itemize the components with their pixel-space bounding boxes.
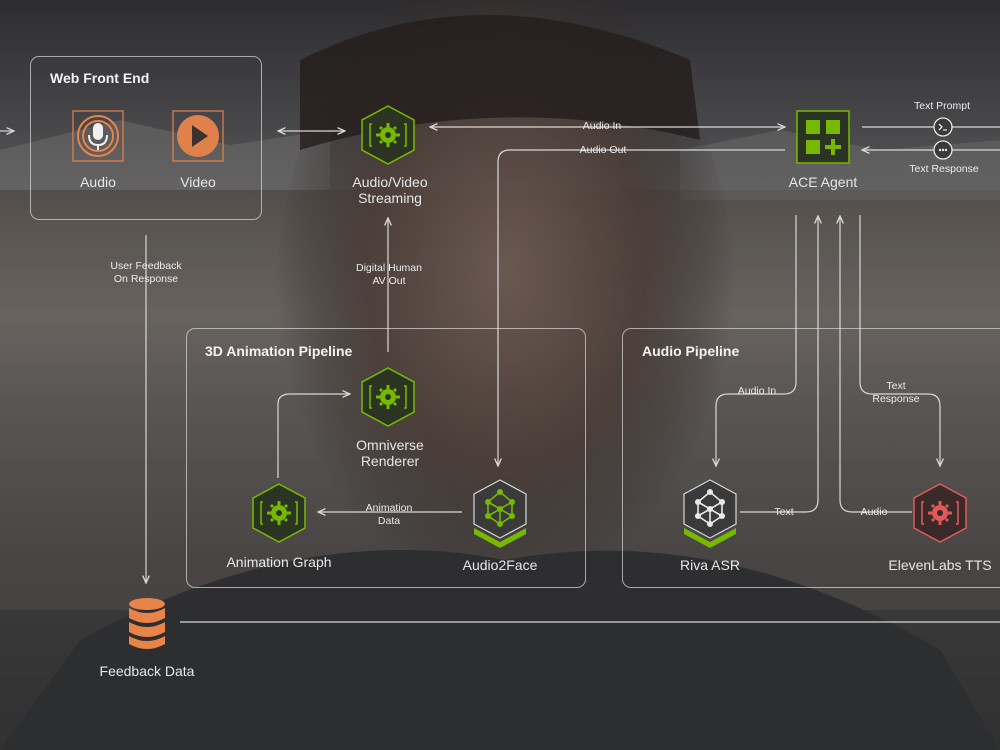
edge-user-feedback-2: On Response — [113, 273, 179, 285]
edge-digital-human-2: AV Out — [372, 275, 406, 287]
edge-text-response-2: Response — [872, 393, 920, 405]
animation-graph-label: Animation Graph — [226, 554, 332, 570]
riva-asr-label: Riva ASR — [680, 557, 740, 573]
web-front-end-title: Web Front End — [50, 70, 150, 86]
chat-prompt-icon[interactable] — [933, 117, 953, 137]
animation-pipeline-title: 3D Animation Pipeline — [205, 343, 353, 359]
network-icon[interactable] — [682, 478, 738, 550]
grid-plus-icon[interactable] — [796, 110, 850, 164]
edge-user-feedback-1: User Feedback — [110, 260, 182, 272]
gear-icon[interactable] — [912, 482, 968, 544]
audio-label: Audio — [80, 174, 116, 190]
edge-audio-in-pipeline: Audio In — [737, 385, 777, 397]
audio-pipeline-box — [622, 328, 1000, 588]
gear-icon[interactable] — [360, 366, 416, 428]
edge-audio-tts: Audio — [860, 506, 888, 518]
edge-text-response-1: Text — [886, 380, 906, 392]
elevenlabs-label: ElevenLabs TTS — [888, 557, 992, 573]
web-front-end-box — [30, 56, 262, 220]
edge-audio-in: Audio In — [582, 120, 622, 132]
streaming-label-1: Audio/Video — [352, 174, 428, 190]
animation-pipeline-box — [186, 328, 586, 588]
microphone-icon[interactable] — [72, 110, 124, 162]
audio-pipeline-title: Audio Pipeline — [642, 343, 740, 359]
streaming-label-2: Streaming — [358, 190, 422, 206]
edge-animation-data-2: Data — [377, 515, 401, 527]
feedback-data-label: Feedback Data — [99, 663, 195, 679]
gear-icon[interactable] — [360, 104, 416, 166]
edge-digital-human-1: Digital Human — [356, 262, 422, 274]
renderer-label-1: Omniverse — [356, 437, 424, 453]
edge-animation-data-1: Animation — [365, 502, 413, 514]
chat-bubble-icon[interactable] — [933, 140, 953, 160]
audio2face-label: Audio2Face — [462, 557, 538, 573]
edge-text-response: Text Response — [909, 163, 979, 175]
database-icon[interactable] — [127, 596, 167, 652]
edge-audio-out: Audio Out — [579, 144, 627, 156]
play-icon[interactable] — [172, 110, 224, 162]
network-icon[interactable] — [472, 478, 528, 550]
video-label: Video — [180, 174, 216, 190]
edge-text-prompt: Text Prompt — [913, 100, 971, 112]
gear-icon[interactable] — [251, 482, 307, 544]
ace-agent-label: ACE Agent — [788, 174, 858, 190]
edge-text-asr: Text — [774, 506, 794, 518]
renderer-label-2: Renderer — [360, 453, 420, 469]
